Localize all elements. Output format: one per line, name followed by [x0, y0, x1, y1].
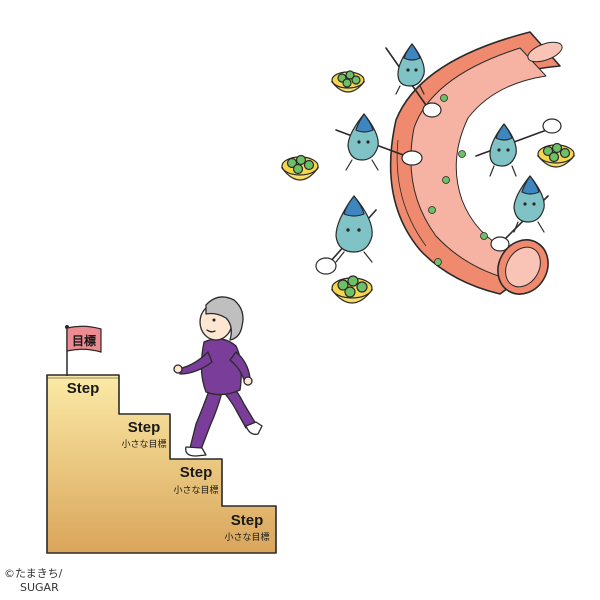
- step-2-label: Step: [128, 419, 161, 436]
- credit: ©たまきち/ SUGAR: [4, 567, 63, 594]
- bowl-right: [536, 142, 576, 168]
- particle: [442, 176, 450, 184]
- smile: [206, 329, 216, 333]
- step-1-label: Step: [67, 380, 100, 397]
- step-4-label: Step: [231, 512, 264, 529]
- particle: [480, 232, 488, 240]
- water-drop-character: [490, 175, 549, 252]
- back-leg: [189, 387, 223, 453]
- step-3-label: Step: [180, 464, 213, 481]
- vessel-top-end: [527, 41, 563, 63]
- drop-characters: [315, 43, 562, 275]
- spoon-bowl: [422, 102, 442, 118]
- goal-flag-label: 目標: [72, 333, 96, 348]
- particle: [428, 206, 436, 214]
- bowl-mid-left: [280, 154, 320, 181]
- spoon-bowl: [542, 118, 562, 134]
- vessel-cut-lumen: [505, 246, 541, 288]
- goal-flag-icon: 目標: [65, 325, 102, 376]
- bowl-top-left: [330, 70, 366, 93]
- spoon-bowl: [490, 236, 510, 252]
- water-drop-character: [315, 195, 377, 275]
- blood-vessel-icon: [389, 31, 563, 295]
- gray-hair: [205, 296, 244, 341]
- particle: [458, 150, 466, 158]
- stair-body: [46, 374, 277, 554]
- bowl-bottom: [330, 275, 374, 304]
- bean-bowl-icon: [280, 70, 576, 304]
- step-2-sublabel: 小さな目標: [121, 438, 166, 450]
- flag-cloth: [66, 325, 102, 353]
- step-3-sublabel: 小さな目標: [173, 484, 218, 496]
- credit-line-2: SUGAR: [20, 581, 59, 594]
- water-drop-character: [385, 43, 442, 118]
- particle: [434, 258, 442, 266]
- staircase: Step Step 小さな目標 Step 小さな目標 Step 小さな目標: [46, 374, 277, 554]
- torso: [200, 338, 242, 396]
- eye: [212, 318, 216, 322]
- front-arm: [179, 351, 213, 375]
- front-shoe: [245, 421, 263, 435]
- credit-line-1: ©たまきち/: [4, 567, 63, 580]
- vessel-particles: [428, 94, 488, 266]
- water-drop-character: [475, 118, 562, 177]
- spoon-bowl: [401, 150, 423, 166]
- old-woman-figure: [173, 296, 263, 457]
- front-hand: [173, 364, 183, 374]
- particle: [440, 94, 448, 102]
- spoon-bowl: [315, 257, 337, 275]
- back-hand: [243, 376, 253, 386]
- water-drop-character: [335, 113, 423, 171]
- step-4-sublabel: 小さな目標: [224, 531, 269, 543]
- back-shoe: [185, 446, 207, 457]
